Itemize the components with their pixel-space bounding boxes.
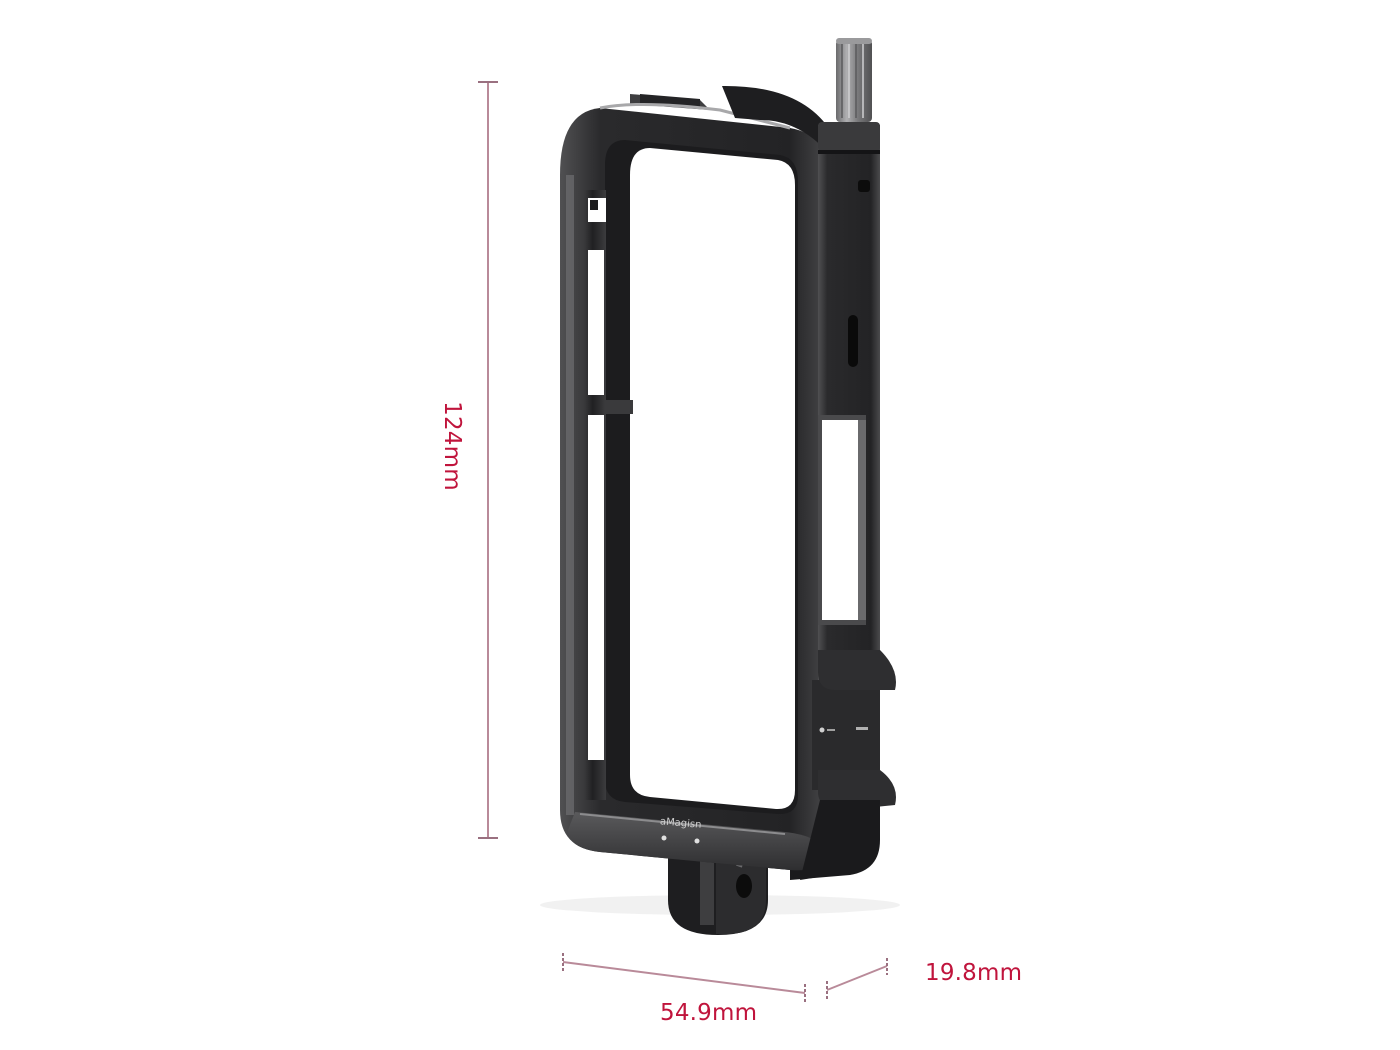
locking-knob xyxy=(836,38,872,122)
width-dimension-label: 54.9mm xyxy=(660,1000,758,1026)
depth-dimension-line xyxy=(826,958,888,1000)
height-dimension-line xyxy=(478,81,498,839)
width-dimension-line xyxy=(562,953,806,1002)
depth-dimension-label: 19.8mm xyxy=(925,960,1023,986)
cage-frame: aMagisn xyxy=(560,38,896,880)
brand-engraving: aMagisn xyxy=(659,816,701,831)
height-dimension-label: 124mm xyxy=(439,401,465,491)
